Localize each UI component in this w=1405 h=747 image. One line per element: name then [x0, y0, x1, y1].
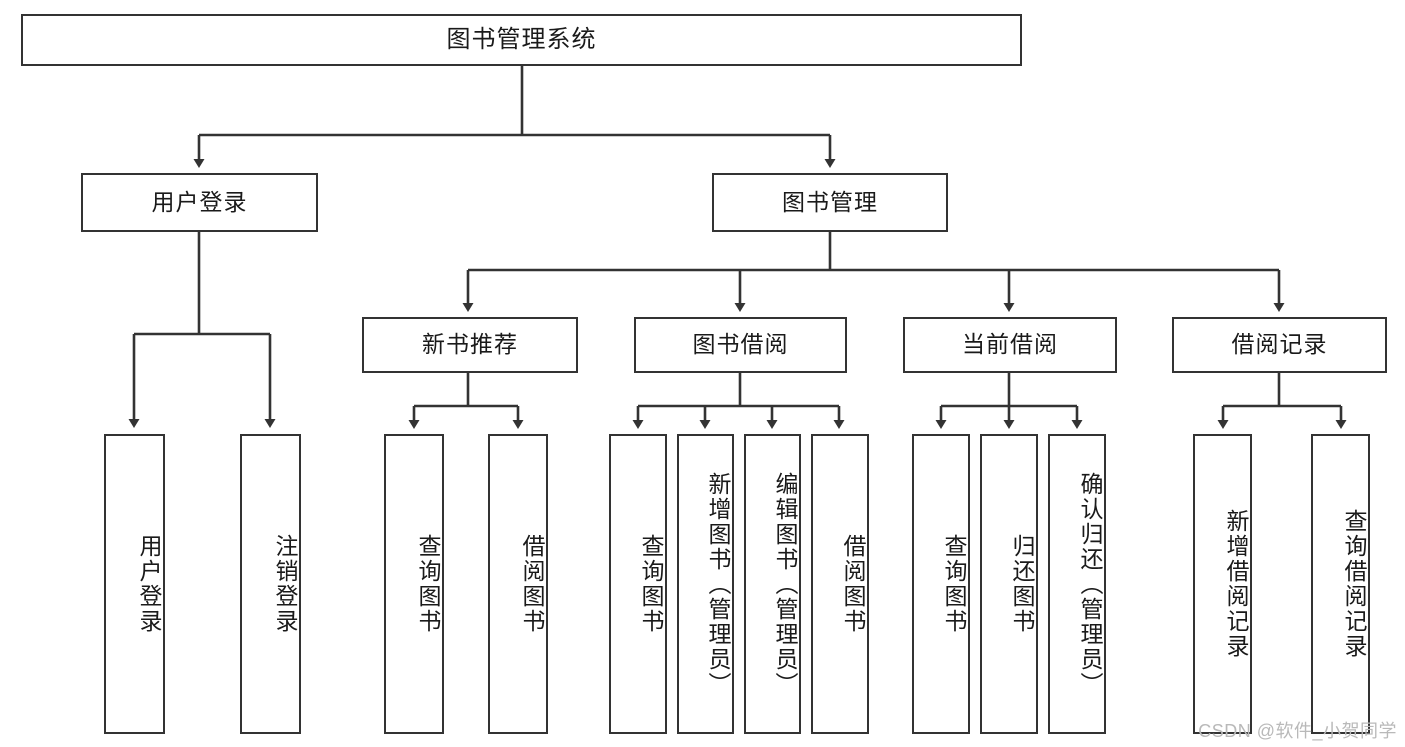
node-current-borrow[interactable]: 当前借阅 [903, 317, 1117, 373]
node-root-system[interactable]: 图书管理系统 [21, 14, 1022, 66]
node-label: 注销登录 [272, 534, 298, 634]
node-borrow-record[interactable]: 借阅记录 [1172, 317, 1387, 373]
node-label: 图书管理 [782, 188, 878, 215]
leaf-record-add-record[interactable]: 新增借阅记录 [1193, 434, 1252, 734]
node-label: 确认归还（管理员） [1077, 471, 1103, 697]
leaf-new-book-borrow[interactable]: 借阅图书 [488, 434, 548, 734]
node-book-borrow[interactable]: 图书借阅 [634, 317, 847, 373]
leaf-current-return-book[interactable]: 归还图书 [980, 434, 1038, 734]
leaf-new-book-query[interactable]: 查询图书 [384, 434, 444, 734]
watermark: CSDN @软件_小贺同学 [1198, 721, 1397, 741]
node-new-book-recommend[interactable]: 新书推荐 [362, 317, 578, 373]
node-label: 新书推荐 [422, 331, 518, 358]
node-label: 归还图书 [1009, 534, 1035, 634]
leaf-user-login-login[interactable]: 用户登录 [104, 434, 165, 734]
node-label: 当前借阅 [962, 331, 1058, 358]
leaf-borrow-query-book[interactable]: 查询图书 [609, 434, 667, 734]
node-label: 借阅图书 [840, 534, 866, 634]
leaf-current-confirm-return-admin[interactable]: 确认归还（管理员） [1048, 434, 1106, 734]
leaf-user-login-logout[interactable]: 注销登录 [240, 434, 301, 734]
leaf-current-query-book[interactable]: 查询图书 [912, 434, 970, 734]
node-user-login[interactable]: 用户登录 [81, 173, 318, 232]
node-label: 编辑图书（管理员） [772, 471, 798, 697]
node-label: 用户登录 [151, 188, 248, 215]
node-label: 借阅图书 [519, 534, 545, 634]
node-label: 用户登录 [136, 534, 162, 634]
node-label: 新增图书（管理员） [705, 471, 731, 697]
leaf-borrow-add-book-admin[interactable]: 新增图书（管理员） [677, 434, 734, 734]
node-label: 新增借阅记录 [1223, 509, 1249, 659]
leaf-record-query-record[interactable]: 查询借阅记录 [1311, 434, 1370, 734]
node-label: 查询图书 [415, 534, 441, 634]
node-label: 查询图书 [638, 534, 664, 634]
leaf-borrow-borrow-book[interactable]: 借阅图书 [811, 434, 869, 734]
leaf-borrow-edit-book-admin[interactable]: 编辑图书（管理员） [744, 434, 801, 734]
node-label: 图书管理系统 [446, 25, 597, 53]
node-label: 查询图书 [941, 534, 967, 634]
node-label: 图书借阅 [692, 331, 789, 358]
node-book-management[interactable]: 图书管理 [712, 173, 948, 232]
node-label: 查询借阅记录 [1341, 509, 1367, 659]
node-label: 借阅记录 [1231, 331, 1328, 358]
